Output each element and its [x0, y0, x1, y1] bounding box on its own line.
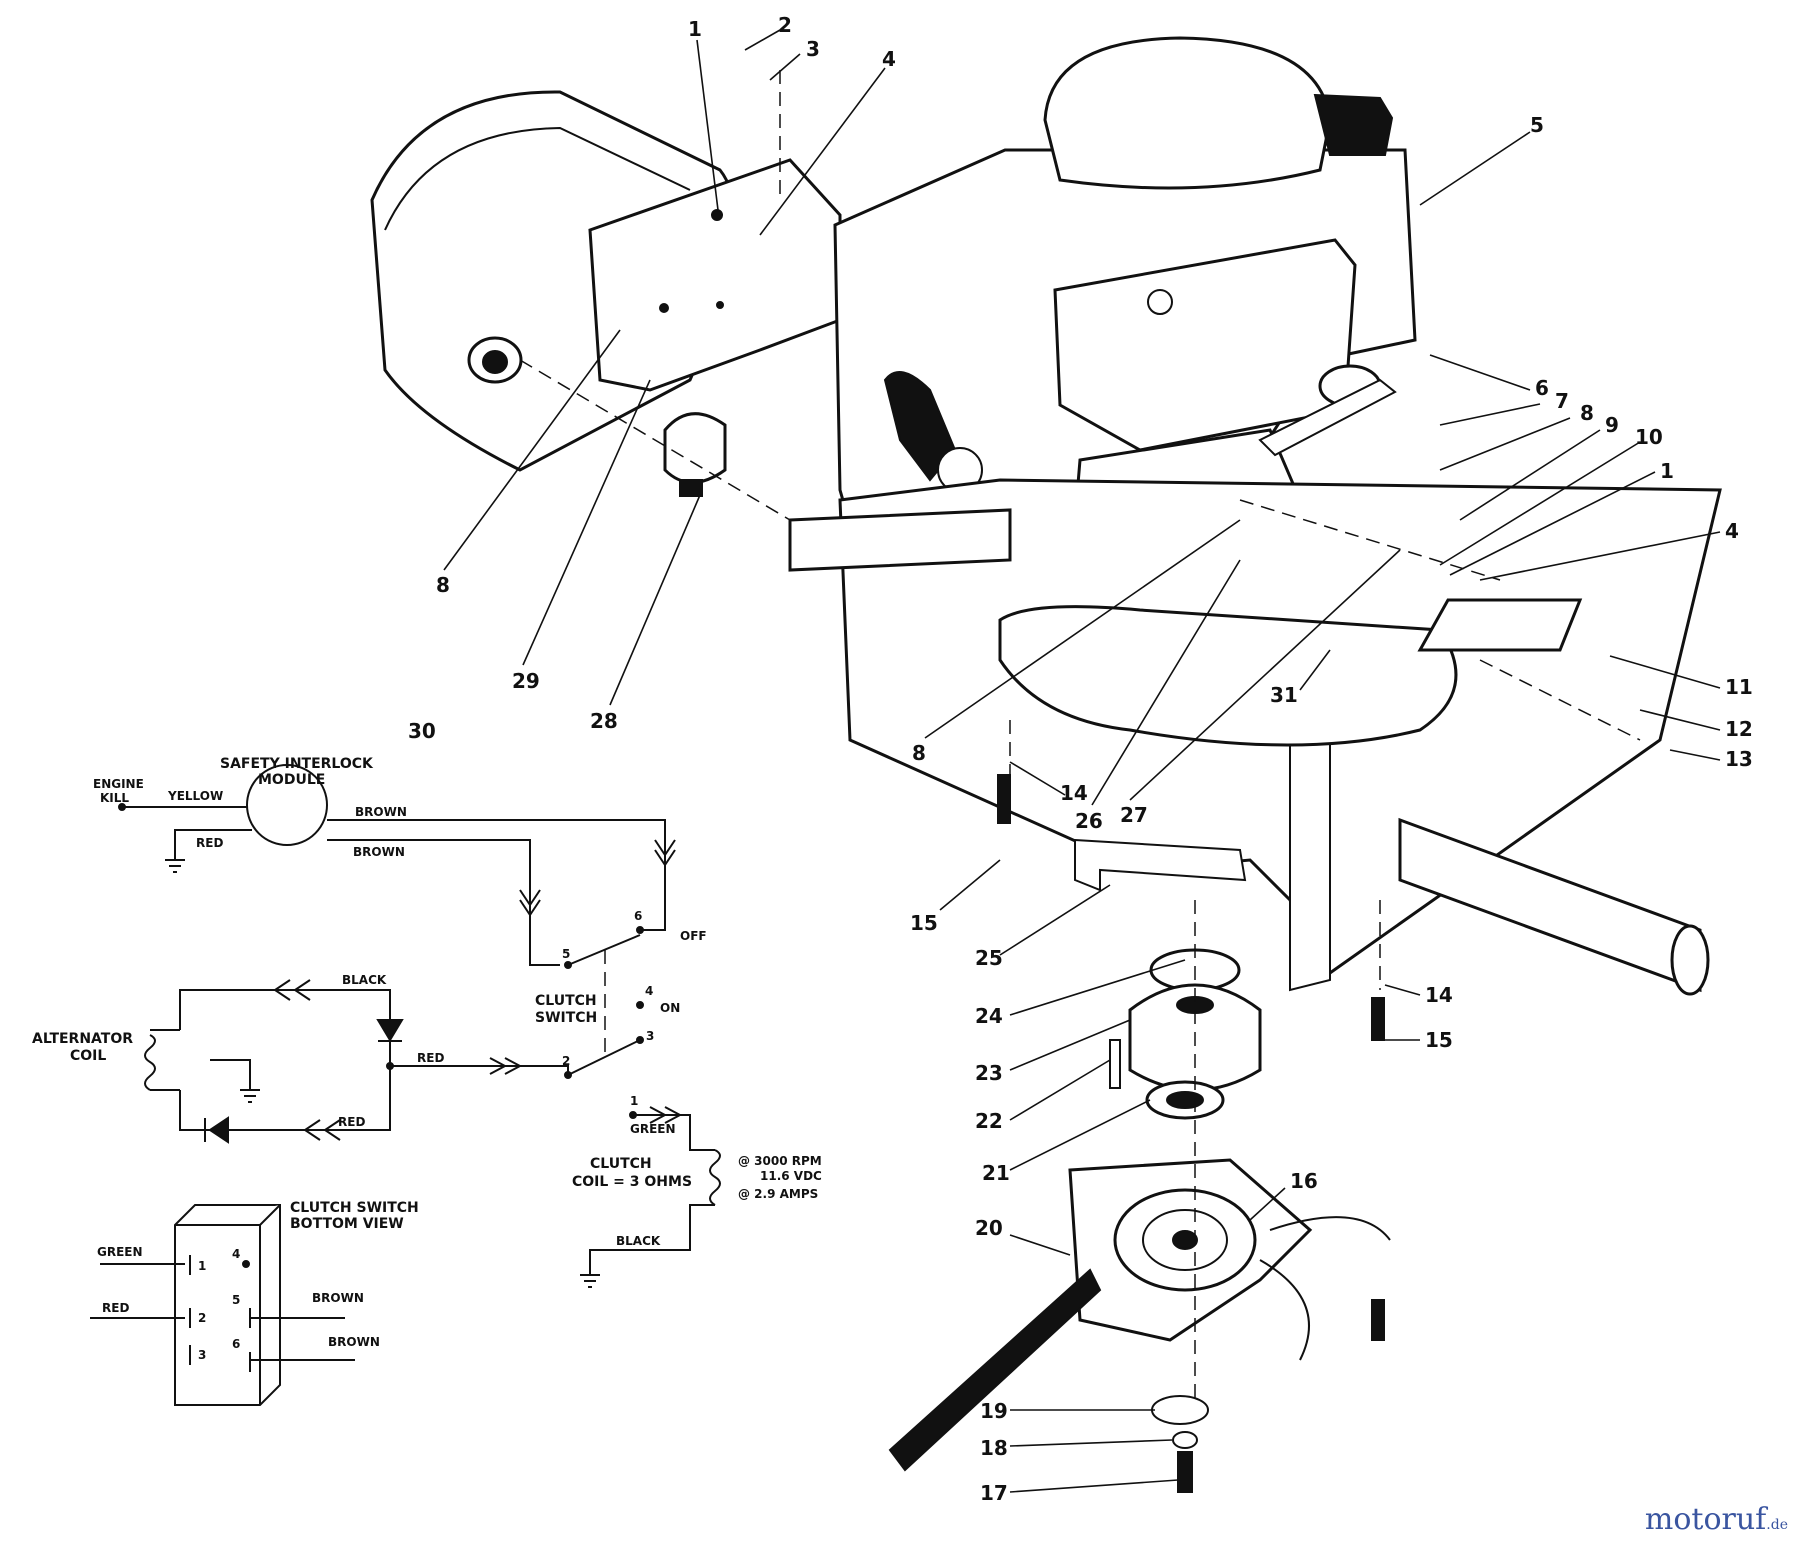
switch-pin-4: 4	[232, 1247, 240, 1261]
callout-22: 22	[975, 1109, 1003, 1133]
brown-switch-label-1: BROWN	[312, 1291, 364, 1305]
brown-switch-label-2: BROWN	[328, 1335, 380, 1349]
pin-4-label: 4	[645, 984, 653, 998]
brown-label-2: BROWN	[353, 845, 405, 859]
callout-19: 19	[980, 1399, 1008, 1423]
alternator-label-1: ALTERNATOR	[32, 1031, 133, 1047]
clutch-coil-label-1: CLUTCH	[590, 1156, 652, 1172]
callout-14-right: 14	[1425, 983, 1453, 1007]
switch-pin-5: 5	[232, 1293, 240, 1307]
assembly-lines	[519, 70, 1641, 1400]
red-module-label: RED	[196, 836, 223, 850]
alternator-label-2: COIL	[70, 1048, 106, 1064]
callout-26: 26	[1075, 809, 1103, 833]
callout-8: 8	[1580, 401, 1594, 425]
red-alt-label-2: RED	[338, 1115, 365, 1129]
brown-label-1: BROWN	[355, 805, 407, 819]
callout-12: 12	[1725, 717, 1753, 741]
callout-4: 4	[882, 47, 896, 71]
clutch-switch-label-2: SWITCH	[535, 1010, 597, 1026]
callout-2: 2	[778, 13, 792, 37]
clutch-coil-label-2: COIL = 3 OHMS	[572, 1174, 692, 1190]
callout-17: 17	[980, 1481, 1008, 1505]
callout-1: 1	[688, 17, 702, 41]
leader-lines	[443, 29, 1721, 1493]
switch-pin-3: 3	[198, 1348, 206, 1362]
red-alt-label-1: RED	[417, 1051, 444, 1065]
callout-16: 16	[1290, 1169, 1318, 1193]
black-coil-label: BLACK	[616, 1234, 661, 1248]
vdc-label: 11.6 VDC	[760, 1169, 822, 1183]
callout-30: 30	[408, 719, 436, 743]
loose-parts	[663, 412, 1583, 1493]
safety-interlock-module	[246, 764, 328, 846]
coil-pin-1-label: 1	[630, 1094, 638, 1108]
callout-11: 11	[1725, 675, 1753, 699]
module-title-2: MODULE	[258, 772, 325, 788]
watermark-name: motoruf	[1644, 1502, 1767, 1537]
callout-10: 10	[1635, 425, 1663, 449]
switch-pin-6: 6	[232, 1337, 240, 1351]
callout-20: 20	[975, 1216, 1003, 1240]
muffler-bracket	[588, 158, 842, 392]
callout-4-right: 4	[1725, 519, 1739, 543]
callout-1-right: 1	[1660, 459, 1674, 483]
watermark-tld: .de	[1766, 1517, 1788, 1533]
switch-view-title-2: BOTTOM VIEW	[290, 1216, 404, 1232]
callout-14: 14	[1060, 781, 1088, 805]
switch-pin-1: 1	[198, 1259, 206, 1273]
callout-8-left: 8	[436, 573, 450, 597]
callout-numbers: 1 2 3 4 5 6 7 8 9 10 1 4 11 12 13 8 29 2…	[408, 13, 1753, 1505]
callout-28: 28	[590, 709, 618, 733]
callout-27: 27	[1120, 803, 1148, 827]
callout-24: 24	[975, 1004, 1003, 1028]
callout-15-right: 15	[1425, 1028, 1453, 1052]
callout-21: 21	[982, 1161, 1010, 1185]
clutch-switch-label-1: CLUTCH	[535, 993, 597, 1009]
callout-5: 5	[1530, 113, 1544, 137]
callout-25: 25	[975, 946, 1003, 970]
switch-view-title-1: CLUTCH SWITCH	[290, 1200, 419, 1216]
module-title-1: SAFETY INTERLOCK	[220, 756, 374, 772]
callout-15: 15	[910, 911, 938, 935]
pin-3-label: 3	[646, 1029, 654, 1043]
switch-pin-2: 2	[198, 1311, 206, 1325]
pin-5-label: 5	[562, 947, 570, 961]
engine-kill-1: ENGINE	[93, 777, 144, 791]
engine-kill-2: KILL	[100, 791, 129, 805]
callout-18: 18	[980, 1436, 1008, 1460]
green-switch-label: GREEN	[97, 1245, 143, 1259]
callout-7: 7	[1555, 389, 1569, 413]
callout-6: 6	[1535, 376, 1549, 400]
on-label: ON	[660, 1001, 680, 1015]
off-label: OFF	[680, 929, 707, 943]
black-alt-label: BLACK	[342, 973, 387, 987]
clutch-switch-bottom-view: CLUTCH SWITCH BOTTOM VIEW GREEN 1 RED 2 …	[90, 1200, 419, 1406]
pin-2-label: 2	[562, 1054, 570, 1068]
rpm-label: @ 3000 RPM	[738, 1154, 822, 1168]
pin-6-label: 6	[634, 909, 642, 923]
red-switch-label: RED	[102, 1301, 129, 1315]
callout-8-mid: 8	[912, 741, 926, 765]
amps-label: @ 2.9 AMPS	[738, 1187, 818, 1201]
watermark: motoruf.de	[1645, 1502, 1788, 1537]
callout-13: 13	[1725, 747, 1753, 771]
callout-31: 31	[1270, 683, 1298, 707]
wiring-schematic: SAFETY INTERLOCK MODULE ENGINE KILL YELL…	[32, 756, 822, 1288]
green-coil-label: GREEN	[630, 1122, 676, 1136]
callout-9: 9	[1605, 413, 1619, 437]
callout-29: 29	[512, 669, 540, 693]
callout-23: 23	[975, 1061, 1003, 1085]
callout-3: 3	[806, 37, 820, 61]
yellow-label: YELLOW	[167, 789, 223, 803]
